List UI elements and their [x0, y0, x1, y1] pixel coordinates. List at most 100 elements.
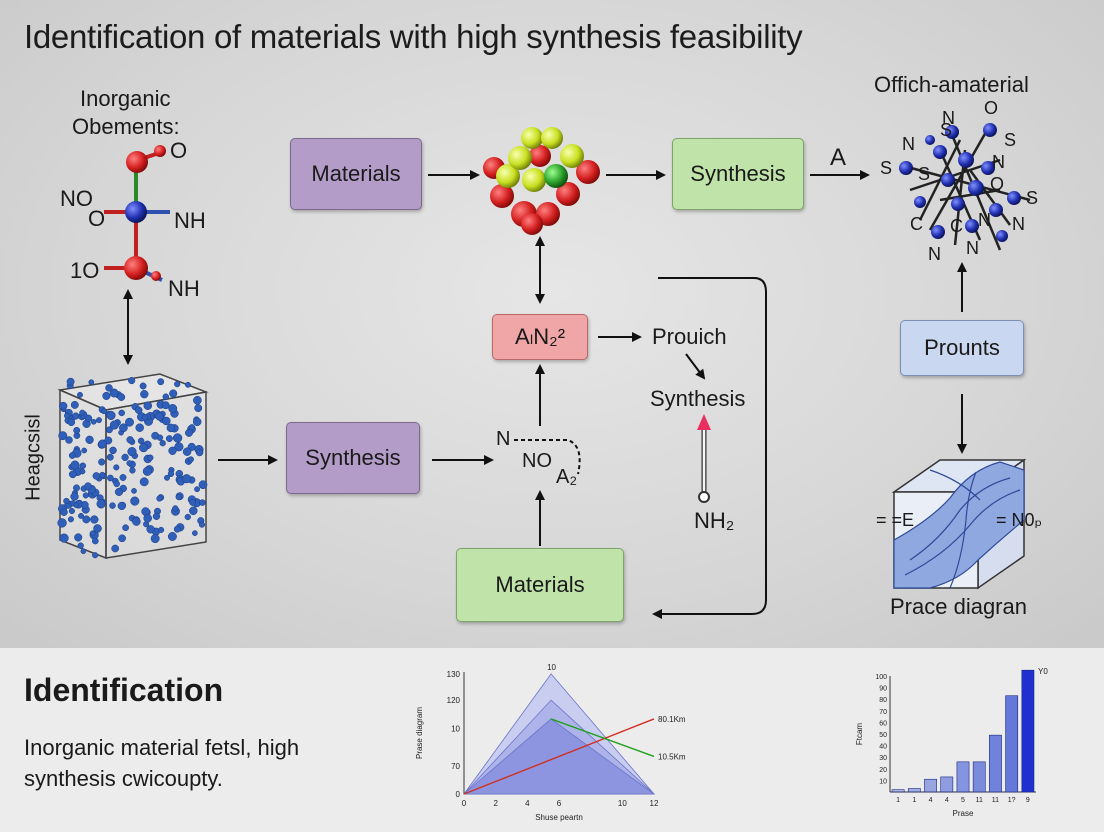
- crystal-atom: [155, 412, 164, 421]
- atom-label: O: [984, 98, 999, 118]
- no-label-n: N: [496, 428, 511, 450]
- crystal-atom: [182, 447, 192, 456]
- atom-label: S: [940, 120, 953, 140]
- x-tick-label: 1?: [1008, 797, 1016, 804]
- y-tick-label: 90: [879, 686, 887, 693]
- line-label: 10.5Km: [658, 752, 686, 761]
- crystal-atom: [74, 533, 83, 542]
- crystal-atom: [65, 436, 73, 444]
- crystal-atom: [118, 409, 125, 417]
- crystal-atom: [172, 505, 179, 512]
- crystal-atom: [107, 474, 114, 482]
- y-tick-label: 60: [879, 720, 887, 727]
- crystal-atom: [143, 401, 153, 410]
- crystal-atom: [77, 391, 83, 398]
- synthesis-float-label: Synthesis: [650, 386, 746, 411]
- crystal-atom: [58, 431, 68, 441]
- crystal-atom: [194, 486, 201, 493]
- crystal-atom: [188, 424, 196, 431]
- crystal-atom: [187, 456, 194, 463]
- right-molecule-title: Offich-amaterial: [874, 72, 1029, 97]
- crystal-atom: [59, 401, 68, 411]
- crystal-atom: [79, 462, 87, 470]
- crystal-atom: [73, 426, 81, 434]
- crystal-atom: [111, 544, 120, 553]
- x-tick-label: 4: [525, 799, 530, 808]
- crystal-atom: [68, 452, 76, 459]
- atom-label: N: [978, 210, 991, 230]
- x-tick-label: 10: [618, 799, 627, 808]
- y-tick-label: 130: [447, 670, 461, 679]
- crystal-atom: [156, 495, 163, 502]
- y-tick-label: 80: [879, 697, 887, 704]
- left-molecule-heading-2: Obements:: [72, 114, 180, 139]
- atom-label: S: [880, 158, 893, 178]
- y-tick-label: 120: [447, 696, 461, 705]
- atom-label: N: [966, 238, 979, 258]
- x-tick-label: 1: [896, 797, 900, 804]
- crystal-atom: [150, 534, 160, 544]
- crystal-atom: [70, 460, 80, 470]
- crystal-atom: [67, 418, 76, 427]
- crystal-atom: [174, 380, 181, 388]
- crystal-atom: [146, 525, 155, 534]
- crystal-atom: [126, 436, 134, 444]
- crystal-atom: [67, 516, 74, 523]
- crystal-atom: [89, 530, 96, 537]
- bar: [940, 776, 954, 793]
- phase-diagram-label: Prace diagran: [890, 594, 1027, 619]
- atom-label: S: [1026, 188, 1039, 208]
- crystal-atom: [198, 521, 206, 528]
- crystal-atom: [182, 474, 192, 484]
- crystal-atom: [90, 418, 97, 425]
- atom-label: C: [910, 214, 923, 234]
- crystal-atom: [77, 542, 84, 549]
- crystal-atom: [93, 524, 102, 533]
- atom-label: NO: [60, 186, 93, 211]
- materials-box-top: Materials: [290, 138, 422, 210]
- crystal-atom: [194, 404, 203, 413]
- crystal-atom: [156, 434, 164, 441]
- crystal-atom: [119, 474, 127, 481]
- crystal-atom: [152, 512, 161, 520]
- crystal-atom: [168, 446, 177, 455]
- crystal-atom: [142, 466, 152, 476]
- crystal-atom: [192, 530, 198, 536]
- crystal-atom: [68, 507, 75, 515]
- crystal-atom: [140, 390, 149, 399]
- crystal-atom: [90, 515, 99, 524]
- x-tick-label: 6: [557, 799, 562, 808]
- crystal-atom: [80, 548, 87, 555]
- left-molecule-heading-1: Inorganic: [80, 86, 171, 111]
- crystal-atom: [57, 518, 67, 528]
- atom-label: S: [1004, 130, 1017, 150]
- crystal-atom: [173, 525, 181, 533]
- crystal-atom: [198, 480, 208, 490]
- crystal-atom: [159, 440, 166, 447]
- crystal-atom: [109, 388, 119, 398]
- crystal-atom: [184, 513, 191, 521]
- crystal-atom: [102, 391, 111, 400]
- bar: [989, 734, 1002, 793]
- crystal-atom: [109, 420, 119, 430]
- crystal-atom: [70, 400, 79, 409]
- y-tick-label: 20: [879, 767, 887, 774]
- crystal-atom: [105, 426, 113, 434]
- crystal-atom: [63, 497, 70, 505]
- x-tick-label: 2: [493, 799, 498, 808]
- crystal-atom: [195, 448, 204, 457]
- line-series: [463, 718, 655, 795]
- bar: [1021, 669, 1035, 793]
- crystal-atom: [172, 433, 183, 443]
- crystal-atom: [96, 417, 102, 424]
- y-tick-label: 50: [879, 732, 887, 739]
- y-tick-label: 70: [451, 762, 460, 771]
- atom-label: S: [918, 164, 931, 184]
- crystal-atom: [199, 499, 206, 506]
- y-tick-label: 100: [875, 674, 887, 681]
- crystal-atom: [139, 443, 149, 453]
- y-tick-label: 30: [879, 755, 887, 762]
- crystal-atom: [164, 474, 170, 481]
- atom-label: N: [902, 134, 915, 154]
